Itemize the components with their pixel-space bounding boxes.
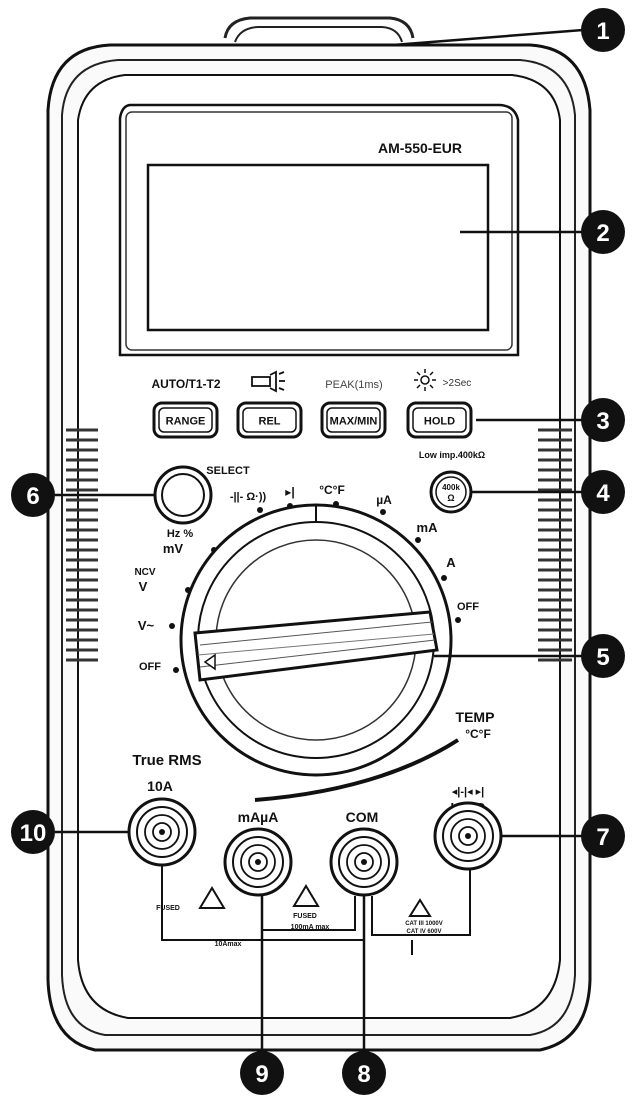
terminal-ma-ua-jack[interactable]: [223, 827, 293, 897]
backlight-sun-icon: [414, 369, 436, 391]
right-grip: [538, 428, 572, 662]
callout-5: 5: [581, 634, 625, 678]
callout-8: 8: [342, 1051, 386, 1095]
temp-label: TEMP: [456, 709, 495, 725]
ma-max-label: 100mA max: [291, 924, 330, 931]
dial-label-temp: °C°F: [319, 483, 345, 497]
pointer-arrow-icon: [203, 653, 216, 671]
svg-text:6: 6: [26, 483, 39, 510]
dial-label-ncv: NCV: [134, 567, 155, 578]
terminal-volt-jack[interactable]: [433, 801, 503, 871]
cat-rating-line1: CAT III 1000V: [405, 921, 443, 927]
dial-label-cap-ohm: -||- Ω·)): [230, 491, 267, 503]
fused-mid-label: FUSED: [293, 913, 317, 920]
callout-leaders: [55, 28, 584, 1054]
terminals: 10A mAµA COM ◂|-|◂ ▸| HzVΩ: [127, 778, 503, 897]
range-top-label: AUTO/T1-T2: [151, 377, 220, 391]
hold-button[interactable]: HOLD: [406, 401, 473, 439]
warning-triangle-icon-3: [408, 898, 432, 917]
maxmin-top-label: PEAK(1ms): [325, 379, 382, 391]
rel-button-label: REL: [259, 416, 281, 428]
svg-text:7: 7: [596, 824, 609, 851]
low-imp-button[interactable]: 400k Ω: [429, 470, 473, 514]
dial-label-diode: ▸|: [285, 485, 294, 499]
terminal-volt-symbols: ◂|-|◂ ▸|: [452, 786, 485, 798]
select-label: SELECT: [206, 465, 250, 477]
maxmin-button[interactable]: MAX/MIN: [320, 401, 387, 439]
callout-9: 9: [240, 1051, 284, 1095]
svg-text:8: 8: [357, 1061, 370, 1088]
svg-text:10: 10: [20, 820, 47, 847]
display-area: AM-550-EUR: [118, 103, 520, 357]
fused-left-label: FUSED: [156, 905, 180, 912]
svg-text:3: 3: [596, 408, 609, 435]
lcd-screen: [146, 163, 490, 332]
cat-rating-line2: CAT IV 600V: [407, 929, 442, 935]
rotary-dial[interactable]: [179, 503, 453, 777]
dial-labels: -||- Ω·)) ▸| °C°F µA mA A OFF Hz % mV NC…: [134, 483, 479, 673]
select-button[interactable]: [153, 465, 213, 525]
warning-triangle-icon: [198, 886, 226, 909]
callout-2: 2: [581, 210, 625, 254]
svg-text:9: 9: [255, 1061, 268, 1088]
callout-4: 4: [581, 470, 625, 514]
dial-label-a: A: [446, 555, 456, 570]
dial-label-hz-pct: Hz %: [167, 528, 194, 540]
flashlight-icon: [251, 370, 285, 393]
dial-label-v-dc: V: [139, 579, 148, 594]
terminal-10a-jack[interactable]: [127, 797, 197, 867]
svg-text:2: 2: [596, 220, 609, 247]
hold-top-label: >2Sec: [443, 378, 472, 389]
dial-label-mv: mV: [163, 541, 184, 556]
terminal-com-label: COM: [346, 809, 379, 825]
model-label: AM-550-EUR: [378, 140, 462, 156]
low-imp-label: Low imp.400kΩ: [419, 450, 485, 460]
range-button[interactable]: RANGE: [152, 401, 219, 439]
terminal-ma-ua-label: mAµA: [238, 809, 279, 825]
svg-text:1: 1: [596, 18, 609, 45]
callout-10: 10: [11, 810, 55, 854]
svg-text:5: 5: [596, 644, 609, 671]
warning-triangle-icon-2: [292, 884, 320, 907]
callout-1: 1: [581, 8, 625, 52]
dial-label-ua: µA: [376, 493, 392, 507]
button-row: AUTO/T1-T2 PEAK(1ms) >2Sec RANGE REL: [151, 369, 473, 439]
terminal-com-jack[interactable]: [329, 827, 399, 897]
dial-label-v-ac: V~: [138, 618, 155, 633]
terminal-10a-label: 10A: [147, 778, 173, 794]
dial-label-ma: mA: [417, 520, 439, 535]
maxmin-button-label: MAX/MIN: [330, 416, 378, 428]
callout-6: 6: [11, 473, 55, 517]
temp-unit-label: °C°F: [465, 727, 491, 741]
callout-3: 3: [581, 398, 625, 442]
range-button-label: RANGE: [166, 416, 206, 428]
low-imp-button-line2: Ω: [447, 493, 454, 503]
left-grip: [66, 428, 98, 662]
dial-label-off-left: OFF: [139, 661, 161, 673]
true-rms-label: True RMS: [132, 752, 201, 769]
svg-text:4: 4: [596, 480, 610, 507]
hold-button-label: HOLD: [424, 416, 455, 428]
low-imp-button-line1: 400k: [442, 483, 460, 492]
dial-label-off-right: OFF: [457, 601, 479, 613]
ten-a-max-label: 10Amax: [215, 941, 242, 948]
callout-7: 7: [581, 814, 625, 858]
rel-button[interactable]: REL: [236, 401, 303, 439]
